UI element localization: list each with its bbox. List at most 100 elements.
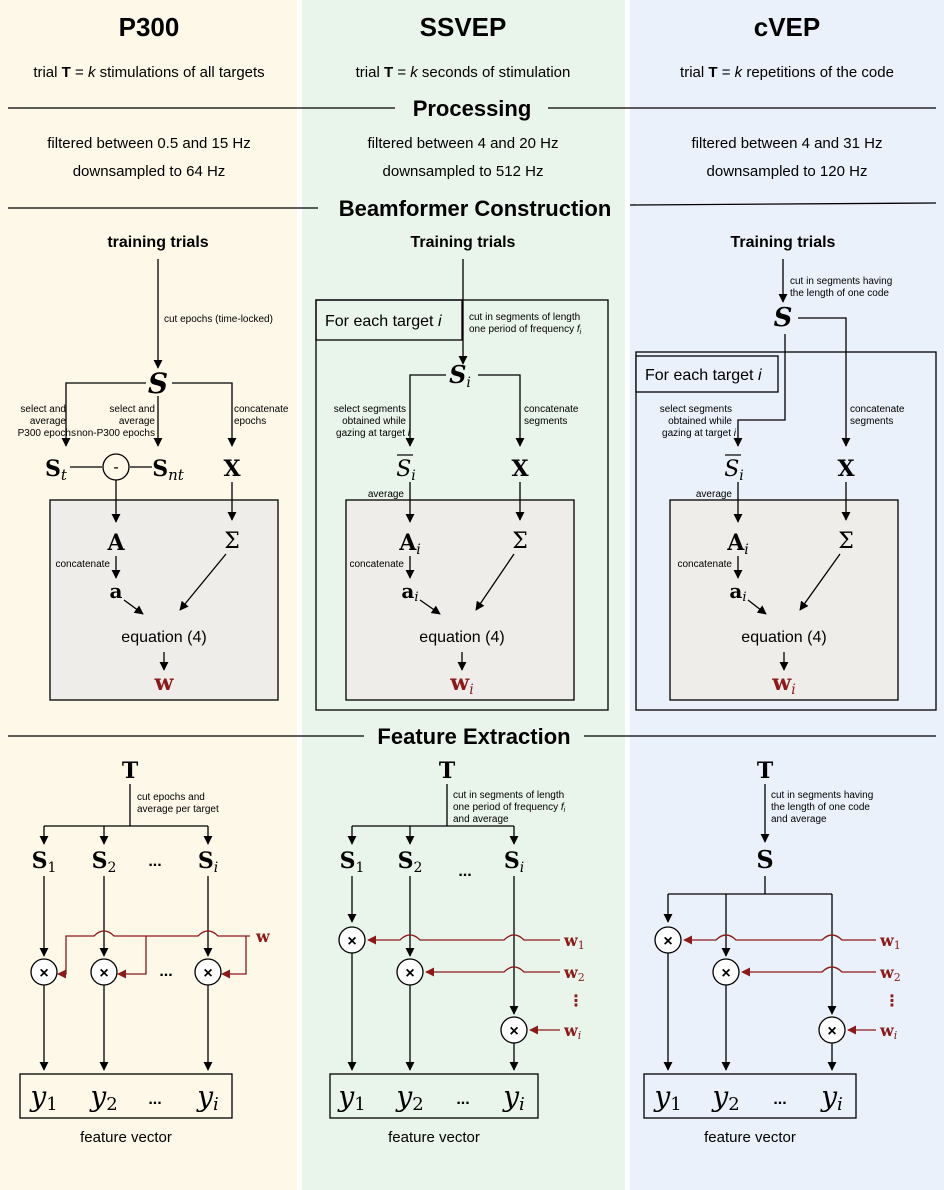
p300-fe-mult-dots: ...: [159, 963, 172, 980]
cvep-fe-s: S: [756, 845, 773, 874]
cvep-arrow-to-x: [798, 317, 851, 447]
ssvep-cut-2: one period of frequency fi: [469, 324, 582, 336]
ssvep-fe-y1: y1: [336, 1080, 365, 1115]
p300-select-nonp300-3: non-P300 epochs: [77, 428, 155, 439]
p300-fe-s2: S2: [92, 848, 117, 876]
p300-downsample: downsampled to 64 Hz: [73, 163, 226, 180]
ssvep-select-1: select segments: [334, 404, 406, 415]
p300-arrow-to-st: [61, 382, 146, 447]
ssvep-fe-vector-box: [329, 1073, 539, 1119]
cvep-downsample: downsampled to 120 Hz: [707, 163, 868, 180]
cvep-sbar: Si: [724, 457, 744, 484]
ssvep-ai-vec: ai: [401, 579, 418, 605]
p300-st: St: [45, 456, 68, 484]
cvep-filter: filtered between 4 and 31 Hz: [692, 135, 883, 152]
p300-feature-vector-label: feature vector: [80, 1129, 172, 1146]
ssvep-select-2: obtained while: [342, 416, 406, 427]
p300-fe-w-line-2: [117, 936, 147, 979]
ssvep-fe-w2: w2: [563, 963, 585, 984]
ssvep-sigma: Σ: [512, 529, 528, 554]
p300-a-to-eq: [123, 599, 144, 615]
p300-fe-yi: yi: [195, 1080, 219, 1115]
cvep-fe-w2: w2: [879, 963, 901, 984]
multiply-icon: ×: [721, 965, 730, 982]
cvep-for-each-label: For each target i: [645, 367, 762, 384]
p300-fe-vector-box: [19, 1073, 233, 1119]
cvep-for-each-label-box: [635, 355, 779, 393]
ssvep-feature-vector-label: feature vector: [388, 1129, 480, 1146]
ssvep-trial-definition: trial T = k seconds of stimulation: [356, 64, 571, 81]
cvep-average-label: average: [696, 489, 733, 500]
ssvep-fe-yi: yi: [501, 1080, 525, 1115]
ssvep-fe-dots: ...: [458, 863, 471, 880]
cvep-s: S: [774, 303, 793, 333]
cvep-fe-cut-1: cut in segments having: [771, 790, 873, 801]
cvep-fe-y-dots: ...: [773, 1091, 786, 1108]
multiply-icon: ×: [405, 965, 414, 982]
ssvep-fe-cut-1: cut in segments of length: [453, 790, 564, 801]
cvep-x: X: [837, 456, 855, 482]
p300-fe-cut-1: cut epochs and: [137, 792, 205, 803]
cvep-title: cVEP: [754, 12, 821, 42]
cvep-wi: wi: [771, 670, 795, 698]
p300-sigma-to-eq: [179, 553, 227, 611]
cvep-a-to-eq: [747, 599, 767, 615]
cvep-fe-w-vdots: ⋮: [884, 993, 900, 1010]
cvep-sigma-to-eq: [799, 553, 841, 611]
ssvep-for-each-label-box: [315, 299, 463, 341]
multiply-icon: ×: [203, 965, 212, 982]
multiply-icon: ×: [99, 965, 108, 982]
cvep-fe-cut-2: the length of one code: [771, 802, 870, 813]
ssvep-fe-y-dots: ...: [456, 1091, 469, 1108]
cvep-beamformer: Training trials cut in segments having t…: [635, 234, 937, 711]
ssvep-equation: equation (4): [419, 629, 504, 646]
p300-arrow-to-x: [172, 382, 237, 447]
multiply-icon: ×: [663, 933, 672, 950]
p300-fe-s1: S1: [32, 848, 57, 876]
ssvep-downsample: downsampled to 512 Hz: [383, 163, 544, 180]
p300-select-nonp300-1: select and: [109, 404, 155, 415]
cvep-fe-w2-line: [741, 966, 876, 977]
ssvep-concatenate-2: segments: [524, 416, 567, 427]
p300-select-p300-1: select and: [20, 404, 66, 415]
ssvep-cut-1: cut in segments of length: [469, 312, 580, 323]
cvep-concatenate-1: concatenate: [850, 404, 905, 415]
cvep-concatenate-2: segments: [850, 416, 893, 427]
p300-fe-cut-2: average per target: [137, 804, 219, 815]
ssvep-Ai: Ai: [398, 530, 421, 558]
p300-concatenate-label: concatenate: [56, 559, 111, 570]
beamformer-rule-right: [629, 202, 937, 206]
p300-equation: equation (4): [121, 629, 206, 646]
cvep-select-2: obtained while: [668, 416, 732, 427]
ssvep-training-trials: Training trials: [411, 234, 516, 251]
cvep-fe-w1: w1: [879, 931, 901, 952]
ssvep-sbar: Si: [396, 457, 416, 484]
multiply-icon: ×: [39, 965, 48, 982]
p300-fe-w: w: [255, 927, 271, 946]
ssvep-fe-cut-2: one period of frequency fi: [453, 802, 566, 814]
cvep-trial-definition: trial T = k repetitions of the code: [680, 64, 894, 81]
cvep-fe-y1: y1: [652, 1080, 681, 1115]
ssvep-fe-s2: S2: [398, 848, 423, 876]
p300-fe-w-line-1: [57, 930, 250, 979]
cvep-fe-yi: yi: [819, 1080, 843, 1115]
ssvep-arrow-to-x: [478, 374, 525, 447]
ssvep-fe-w1: w1: [563, 931, 585, 952]
feature-heading: Feature Extraction: [377, 724, 570, 749]
p300-concatenate-1: concatenate: [234, 404, 289, 415]
ssvep-arrow-to-sbar: [405, 374, 446, 447]
cvep-fe-T: T: [757, 758, 774, 784]
ssvep-fe-y2: y2: [394, 1080, 423, 1115]
multiply-icon: ×: [347, 933, 356, 950]
cvep-ai-vec: ai: [729, 579, 746, 605]
cvep-concatenate-label: concatenate: [678, 559, 733, 570]
cvep-select-3: gazing at target i: [662, 428, 737, 439]
ssvep-fe-w2-line: [425, 966, 560, 977]
p300-x: X: [223, 456, 241, 482]
p300-fe-si: Si: [198, 848, 218, 876]
ssvep-a-to-eq: [419, 599, 441, 615]
ssvep-fe-w-vdots: ⋮: [568, 993, 584, 1010]
p300-training-trials: training trials: [107, 234, 208, 251]
